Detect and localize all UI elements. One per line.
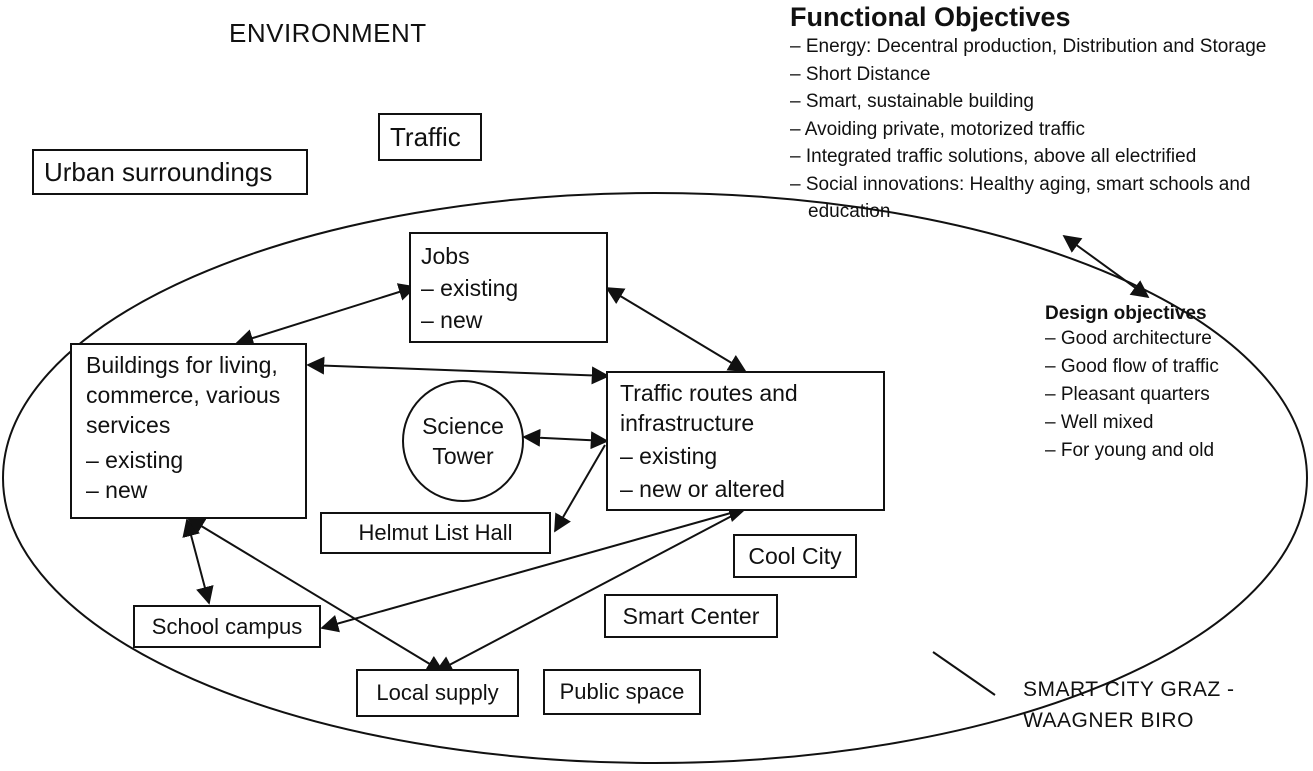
arrow-science-tower-traffic-routes	[522, 428, 609, 450]
list-item: – Energy: Decentral production, Distribu…	[790, 36, 1267, 57]
arrow-traffic-routes-school-campus	[320, 504, 747, 633]
buildings-line: services	[86, 412, 171, 438]
traffic-routes-new: – new or altered	[620, 476, 785, 502]
design-objectives-title: Design objectives	[1045, 303, 1207, 324]
list-item: – For young and old	[1045, 440, 1215, 461]
traffic-label: Traffic	[390, 122, 461, 152]
list-item: – Pleasant quarters	[1045, 384, 1210, 405]
science-tower-line: Tower	[432, 443, 494, 469]
smart-city-leader-line	[932, 651, 996, 696]
public-space-box: Public space	[543, 669, 701, 715]
design-objectives-list: – Good architecture – Good flow of traff…	[1045, 325, 1219, 465]
list-item: – Smart, sustainable building	[790, 91, 1034, 112]
smart-center-box: Smart Center	[604, 594, 778, 638]
functional-objectives: Functional Objectives – Energy: Decentra…	[790, 2, 1266, 226]
traffic-routes-line: Traffic routes and	[620, 380, 798, 406]
urban-surroundings-box: Urban surroundings	[32, 149, 308, 195]
helmut-list-hall-label: Helmut List Hall	[358, 520, 513, 545]
buildings-line: Buildings for living,	[86, 352, 278, 378]
cool-city-label: Cool City	[748, 543, 842, 569]
local-supply-label: Local supply	[376, 680, 499, 705]
arrow-jobs-traffic-routes	[605, 287, 747, 372]
smart-city-line: SMART CITY GRAZ -	[1023, 678, 1235, 701]
buildings-box: Buildings for living, commerce, various …	[70, 343, 307, 519]
jobs-title: Jobs	[421, 243, 470, 269]
arrow-buildings-school-campus	[182, 518, 214, 605]
list-item: education	[808, 201, 891, 222]
list-item: – Well mixed	[1045, 412, 1154, 433]
traffic-box: Traffic	[378, 113, 482, 161]
buildings-line: commerce, various	[86, 382, 281, 408]
science-tower-circle: Science Tower	[402, 380, 524, 502]
local-supply-box: Local supply	[356, 669, 519, 717]
traffic-routes-line: infrastructure	[620, 410, 755, 436]
traffic-routes-existing: – existing	[620, 443, 718, 469]
smart-city-line: WAAGNER BIRO	[1023, 709, 1194, 732]
public-space-label: Public space	[559, 679, 685, 704]
jobs-new: – new	[421, 307, 483, 333]
science-tower-line: Science	[422, 413, 504, 439]
smart-city-ellipse	[2, 192, 1308, 764]
smart-city-label: SMART CITY GRAZ - WAAGNER BIRO	[1023, 674, 1235, 736]
traffic-routes-box: Traffic routes and infrastructure – exis…	[606, 371, 885, 511]
jobs-existing: – existing	[421, 275, 519, 301]
school-campus-label: School campus	[151, 614, 303, 639]
school-campus-box: School campus	[133, 605, 321, 648]
arrow-helmut-list-hall-traffic-routes	[554, 444, 606, 533]
arrow-jobs-buildings	[235, 283, 417, 347]
arrow-buildings-traffic-routes	[306, 356, 610, 385]
cool-city-box: Cool City	[733, 534, 857, 578]
helmut-list-hall-box: Helmut List Hall	[320, 512, 551, 554]
functional-objectives-list: – Energy: Decentral production, Distribu…	[790, 33, 1266, 226]
arrow-functional-design-objectives	[1062, 234, 1150, 299]
environment-label: ENVIRONMENT	[229, 18, 427, 48]
smart-center-label: Smart Center	[622, 603, 760, 629]
jobs-box: Jobs – existing – new	[409, 232, 608, 343]
design-objectives: Design objectives – Good architecture – …	[1045, 303, 1219, 465]
buildings-new: – new	[86, 477, 148, 503]
list-item: – Social innovations: Healthy aging, sma…	[790, 173, 1251, 195]
urban-surroundings-label: Urban surroundings	[44, 157, 273, 187]
arrow-buildings-local-supply	[186, 517, 445, 673]
functional-objectives-title: Functional Objectives	[790, 2, 1071, 32]
list-item: – Short Distance	[790, 63, 931, 85]
buildings-existing: – existing	[86, 447, 184, 473]
arrow-traffic-routes-local-supply	[434, 508, 746, 673]
list-item: – Integrated traffic solutions, above al…	[790, 146, 1197, 167]
list-item: – Good flow of traffic	[1045, 356, 1219, 377]
list-item: – Good architecture	[1045, 328, 1212, 349]
list-item: – Avoiding private, motorized traffic	[790, 118, 1086, 140]
